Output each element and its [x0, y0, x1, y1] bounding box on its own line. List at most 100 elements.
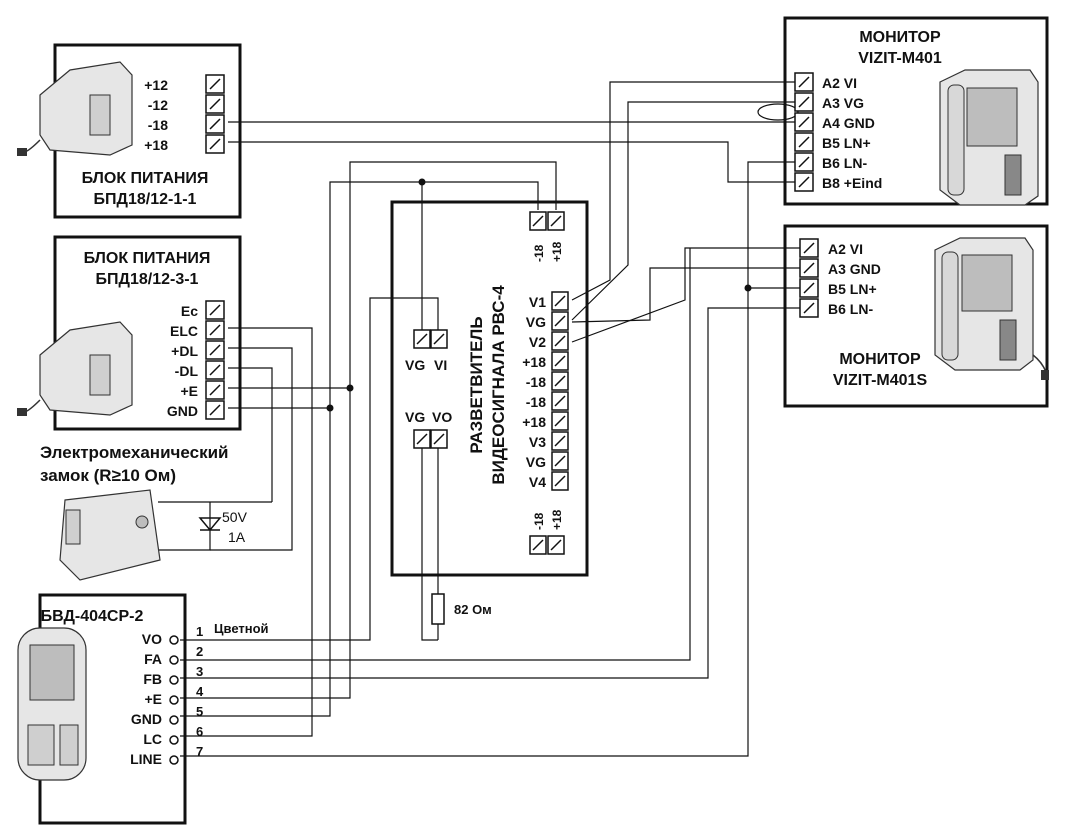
wire-ps2-plus-e — [180, 387, 351, 699]
wire-splitter-in-vi — [180, 297, 439, 641]
wire-m1-vg — [571, 101, 795, 321]
monitor2-title: МОНИТОР — [839, 351, 921, 368]
lock-label-line2: замок (R≥10 Ом) — [40, 466, 176, 485]
ps2-title: БЛОК ПИТАНИЯ — [84, 250, 211, 267]
wires — [158, 81, 800, 757]
door-term-label: FA — [144, 651, 162, 667]
splitter-term-label: VG — [526, 454, 546, 470]
splitter-in: VG VI — [405, 329, 448, 373]
splitter-term-label: V1 — [529, 294, 546, 310]
power-supply-2: БЛОК ПИТАНИЯ БПД18/12-3-1 Ec ELC +DL -DL… — [17, 235, 242, 431]
splitter-term-label: +18 — [522, 354, 546, 370]
ps1-term-label: +12 — [144, 77, 168, 93]
door-term-label: +E — [144, 691, 162, 707]
wire-m1-ln-minus — [180, 161, 795, 757]
door-panel-model: БВД-404СР-2 — [41, 608, 144, 625]
door-station-icon — [17, 627, 87, 781]
wire-number: 5 — [196, 704, 203, 719]
door-term-label: VO — [142, 631, 162, 647]
diode-current: 1A — [228, 529, 246, 545]
wire-number: 6 — [196, 724, 203, 739]
splitter-term-label: V4 — [529, 474, 546, 490]
ps2-term-label: +E — [180, 383, 198, 399]
splitter-out: VG VO — [405, 409, 452, 449]
wire-number: 2 — [196, 644, 203, 659]
ps2-terminal-block — [205, 300, 225, 420]
door-term-label: LINE — [130, 751, 162, 767]
splitter-bottom-minus: -18 — [532, 512, 546, 530]
ps2-term-label: Ec — [181, 303, 198, 319]
door-term-label: FB — [143, 671, 162, 687]
ps1-term-label: -12 — [148, 97, 168, 113]
wire-number: 4 — [196, 684, 204, 699]
splitter-top-plus: +18 — [550, 241, 564, 262]
splitter-bottom-power: -18 +18 — [529, 509, 565, 555]
monitor2-term-label: B5 LN+ — [828, 281, 877, 297]
monitor-2: A2 VI A3 GND B5 LN+ B6 LN- МОНИТОР VIZIT… — [783, 224, 1049, 408]
splitter-top-minus: -18 — [532, 244, 546, 262]
splitter-out-vg: VG — [405, 409, 425, 425]
splitter-term-label: VG — [526, 314, 546, 330]
wire-numbers: 1 2 3 4 5 6 7 Цветной — [196, 621, 269, 759]
door-panel-terminals: VO FA FB +E GND LC LINE — [130, 631, 179, 767]
power-supply-1: +12 -12 -18 +18 БЛОК ПИТАНИЯ БПД18/12-1-… — [17, 43, 242, 219]
monitor-device-icon — [939, 69, 1039, 206]
wire-m2-gnd — [571, 267, 800, 323]
monitor2-term-label: A3 GND — [828, 261, 881, 277]
wire-splitter-top-plus — [349, 161, 557, 386]
monitor1-model: VIZIT-M401 — [858, 50, 942, 67]
resistor: 82 Ом — [431, 593, 492, 640]
ps1-model: БПД18/12-1-1 — [94, 191, 197, 208]
ps1-term-label: -18 — [148, 117, 168, 133]
door-term-label: LC — [143, 731, 162, 747]
ps1-title: БЛОК ПИТАНИЯ — [82, 170, 209, 187]
monitor-1: МОНИТОР VIZIT-M401 A2 VI A3 VG A4 GND B5… — [783, 16, 1049, 206]
door-term-label: GND — [131, 711, 162, 727]
monitor1-term-label: B6 LN- — [822, 155, 867, 171]
wire-m2-ln-minus — [180, 307, 800, 679]
splitter-top-power: -18 +18 — [529, 211, 565, 262]
wire-m2-vi — [571, 247, 800, 343]
ps1-terminal-block — [205, 74, 225, 154]
diode-symbol — [198, 517, 222, 532]
splitter-in-vi: VI — [434, 357, 447, 373]
lock-label-line1: Электромеханический — [40, 443, 228, 462]
power-adapter-icon — [17, 321, 133, 416]
wire-ps1-plus18 — [228, 141, 795, 183]
ps2-term-label: +DL — [171, 343, 198, 359]
monitor1-term-label: A4 GND — [822, 115, 875, 131]
splitter-term-label: V2 — [529, 334, 546, 350]
ps2-model: БПД18/12-3-1 — [96, 271, 199, 288]
splitter-out-vo: VO — [432, 409, 452, 425]
splitter-bottom-plus: +18 — [550, 509, 564, 530]
video-splitter: -18 +18 РАЗВЕТВИТЕЛЬ ВИДЕОСИГНАЛА РВС-4 … — [390, 200, 589, 577]
ps2-term-label: ELC — [170, 323, 198, 339]
wire-number: 7 — [196, 744, 203, 759]
ps2-term-label: -DL — [175, 363, 199, 379]
monitor2-term-label: B6 LN- — [828, 301, 873, 317]
monitor2-terminal-block — [799, 238, 819, 318]
monitor1-term-label: B5 LN+ — [822, 135, 871, 151]
monitor1-term-label: A2 VI — [822, 75, 857, 91]
wire-ps2-elc — [180, 327, 313, 737]
wire-ps2-plus-dl — [210, 347, 293, 551]
wire-splitter-out-vg — [421, 448, 438, 641]
splitter-title-line2: ВИДЕОСИГНАЛА РВС-4 — [489, 285, 508, 485]
splitter-title-line1: РАЗВЕТВИТЕЛЬ — [467, 316, 486, 453]
splitter-term-label: -18 — [526, 394, 546, 410]
resistor-label: 82 Ом — [454, 602, 492, 617]
wire-m1-vi — [571, 81, 795, 301]
monitor1-term-label: A3 VG — [822, 95, 864, 111]
lock-icon — [59, 489, 161, 581]
diode-voltage: 50V — [222, 509, 248, 525]
wire-ps2-minus-dl — [228, 367, 273, 502]
door-panel: БВД-404СР-2 VO FA FB +E GND LC LINE 1 2 … — [17, 593, 269, 825]
splitter-term-label: V3 — [529, 434, 546, 450]
splitter-in-vg: VG — [405, 357, 425, 373]
wire-lock-b — [158, 502, 211, 551]
splitter-term-label: +18 — [522, 414, 546, 430]
ps2-term-label: GND — [167, 403, 198, 419]
ps1-term-label: +18 — [144, 137, 168, 153]
monitor2-term-label: A2 VI — [828, 241, 863, 257]
color-note: Цветной — [214, 621, 269, 636]
